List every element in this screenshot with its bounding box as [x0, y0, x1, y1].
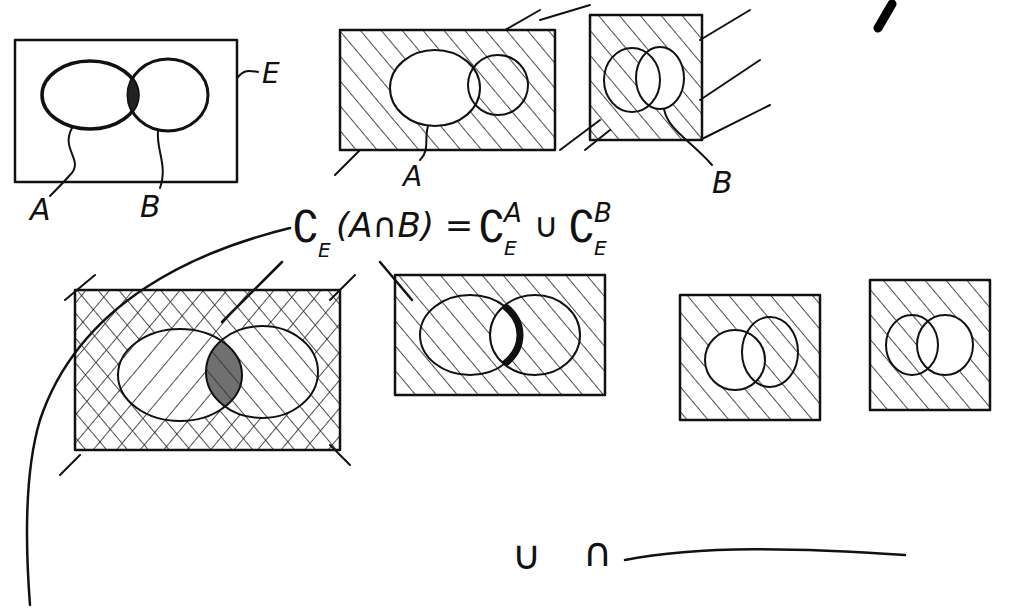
set-label: B: [594, 200, 612, 226]
set-label: B: [712, 168, 733, 198]
subscript: E: [318, 240, 331, 260]
complement-sign: ∁: [478, 205, 506, 249]
universe-label: E: [262, 60, 280, 88]
union-sign: ∪: [512, 535, 541, 575]
formula-part: (A∩B) =: [336, 208, 473, 242]
set-label: B: [140, 192, 161, 222]
union-sign: ∪: [534, 208, 559, 242]
complement-sign: ∁: [568, 205, 596, 249]
set-label: A: [403, 163, 422, 191]
subscript: E: [594, 238, 607, 258]
intersection-sign: ∩: [583, 532, 612, 572]
subscript: E: [504, 238, 517, 258]
set-label: A: [504, 200, 522, 226]
set-label: A: [30, 195, 51, 225]
complement-sign: ∁: [292, 205, 320, 249]
